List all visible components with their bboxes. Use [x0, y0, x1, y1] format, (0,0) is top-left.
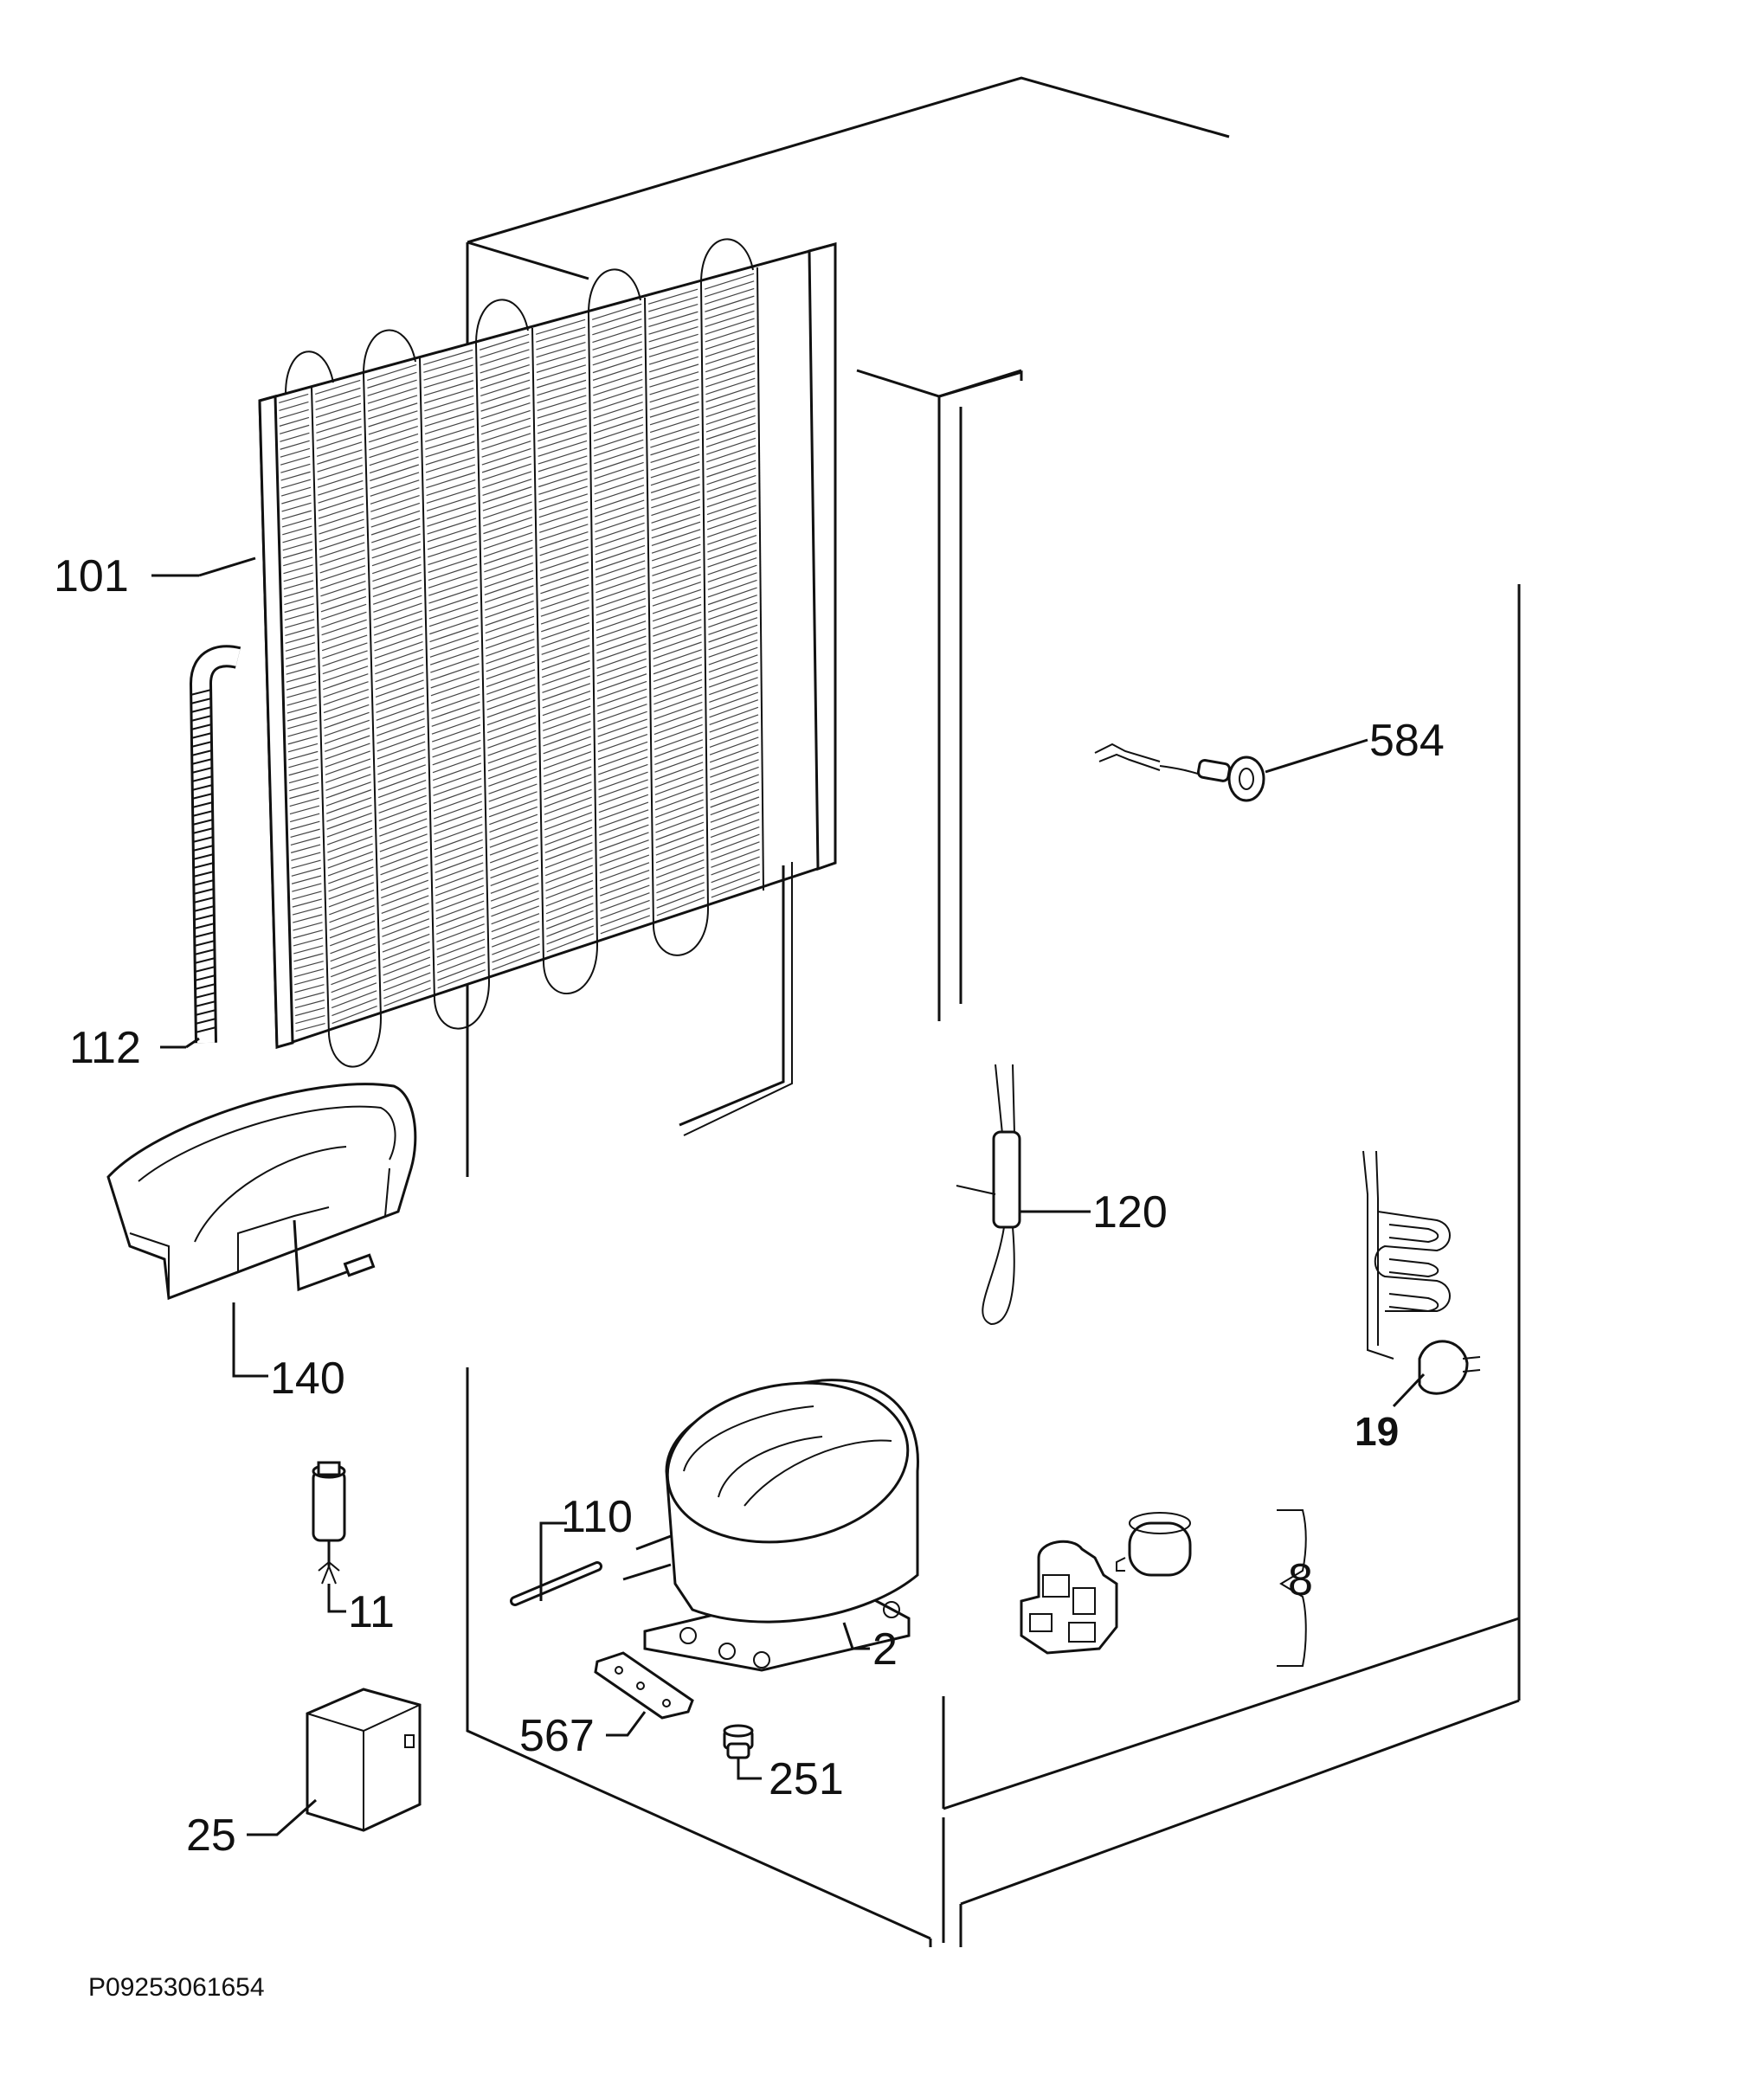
hose-ribs: [190, 689, 217, 1033]
part-584-wire: [1094, 743, 1265, 802]
drain-hose: [189, 645, 241, 1044]
label-120: 120: [1092, 1187, 1168, 1238]
label-567: 567: [519, 1711, 595, 1761]
compressor: [622, 1379, 919, 1672]
part-567-plate: [594, 1651, 694, 1720]
label-8: 8: [1288, 1555, 1313, 1605]
condenser: [258, 238, 837, 1177]
label-11: 11: [348, 1587, 395, 1637]
part-11-component: [312, 1461, 346, 1585]
condenser-fins: [279, 273, 761, 1032]
part-251-grommet: [723, 1724, 754, 1759]
label-112: 112: [69, 1023, 141, 1073]
part-120-sensor: [956, 1064, 1021, 1326]
label-101: 101: [54, 551, 129, 601]
label-25: 25: [186, 1810, 236, 1861]
label-140: 140: [270, 1354, 345, 1404]
label-584: 584: [1369, 716, 1445, 766]
part-19-heater: [1362, 1150, 1481, 1395]
leader-lines: [151, 556, 1426, 1836]
part-labels: 101 112 140 11 25 110 567 251 2 120 584 …: [54, 551, 1445, 2002]
drip-tray: [106, 1083, 417, 1301]
part-110-tube: [510, 1561, 602, 1606]
label-19: 19: [1355, 1409, 1399, 1454]
label-2: 2: [872, 1624, 898, 1675]
part-25-box: [306, 1688, 422, 1832]
diagram-reference-code: P09253061654: [88, 1973, 265, 2002]
part-8-relay-assembly: [1020, 1509, 1307, 1667]
label-110: 110: [561, 1492, 633, 1542]
label-251: 251: [769, 1754, 844, 1804]
